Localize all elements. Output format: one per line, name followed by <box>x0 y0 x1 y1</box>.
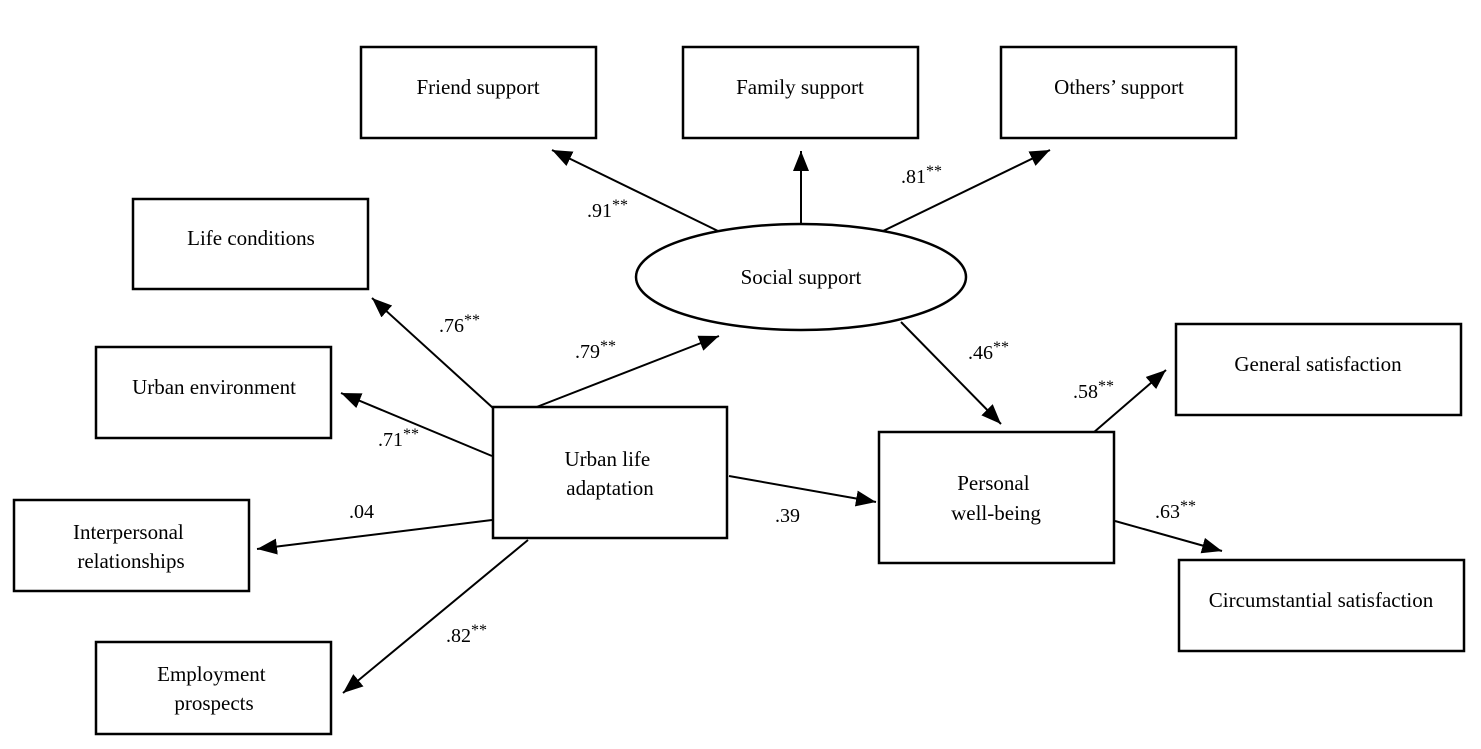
coef-ula-emp: .82** <box>446 622 487 647</box>
label-employment-prospects: Employment prospects <box>157 662 271 715</box>
arrow-ula-emp <box>342 539 529 694</box>
arrow-ula-pwb <box>728 475 877 507</box>
label-family-support: Family support <box>736 75 864 99</box>
label-friend-support: Friend support <box>416 75 539 99</box>
coef-ss-pwb: .46** <box>968 339 1009 364</box>
coef-ula-inter: .04 <box>349 501 374 523</box>
label-general-satisfaction: General satisfaction <box>1234 352 1402 376</box>
path-arrows <box>256 149 1223 694</box>
label-social-support: Social support <box>741 265 862 289</box>
box-circumstantial-satisfaction <box>1177 558 1466 653</box>
path-coefficients: .91** .81** .76** .79** .46** .71** .58*… <box>349 163 1196 647</box>
arrow-ula-env <box>340 392 493 457</box>
box-general-satisfaction <box>1174 322 1463 417</box>
label-life-conditions: Life conditions <box>187 226 315 250</box>
coef-ss-others: .81** <box>901 163 942 188</box>
label-urban-environment: Urban environment <box>132 375 296 399</box>
box-friend-support <box>359 45 598 140</box>
coef-pwb-circ: .63** <box>1155 498 1196 523</box>
box-others-support <box>999 45 1238 140</box>
label-others-support: Others’ support <box>1054 75 1184 99</box>
coef-ula-life: .76** <box>439 312 480 337</box>
label-personal-well-being: Personal well-being <box>951 471 1041 525</box>
node-boxes <box>12 45 1466 736</box>
coef-pwb-general: .58** <box>1073 378 1114 403</box>
coef-ula-pwb: .39 <box>775 505 800 527</box>
coef-ula-ss: .79** <box>575 338 616 363</box>
arrow-ss-friend <box>551 149 719 232</box>
box-employment-prospects <box>94 640 333 736</box>
label-circumstantial-satisfaction: Circumstantial satisfaction <box>1209 588 1434 612</box>
arrow-pwb-general <box>1092 369 1167 434</box>
coef-ula-env: .71** <box>378 426 419 451</box>
arrow-ss-pwb <box>900 321 1002 425</box>
arrow-ula-inter <box>256 519 493 555</box>
box-urban-life-adaptation <box>491 405 729 540</box>
box-interpersonal-relationships <box>12 498 251 593</box>
arrow-ula-life <box>371 297 494 409</box>
ellipse-social-support <box>634 222 968 332</box>
box-personal-well-being <box>877 430 1116 565</box>
label-urban-life-adaptation: Urban life adaptation <box>565 447 656 500</box>
arrow-ss-others <box>882 149 1051 232</box>
arrow-ula-ss <box>533 335 720 409</box>
node-labels: Friend support Family support Others’ su… <box>73 75 1434 715</box>
label-interpersonal-relationships: Interpersonal relationships <box>73 520 189 573</box>
box-life-conditions <box>131 197 370 291</box>
box-urban-environment <box>94 345 333 440</box>
coef-ss-friend: .91** <box>587 197 628 222</box>
arrow-pwb-circ <box>1114 520 1223 554</box>
box-family-support <box>681 45 920 140</box>
